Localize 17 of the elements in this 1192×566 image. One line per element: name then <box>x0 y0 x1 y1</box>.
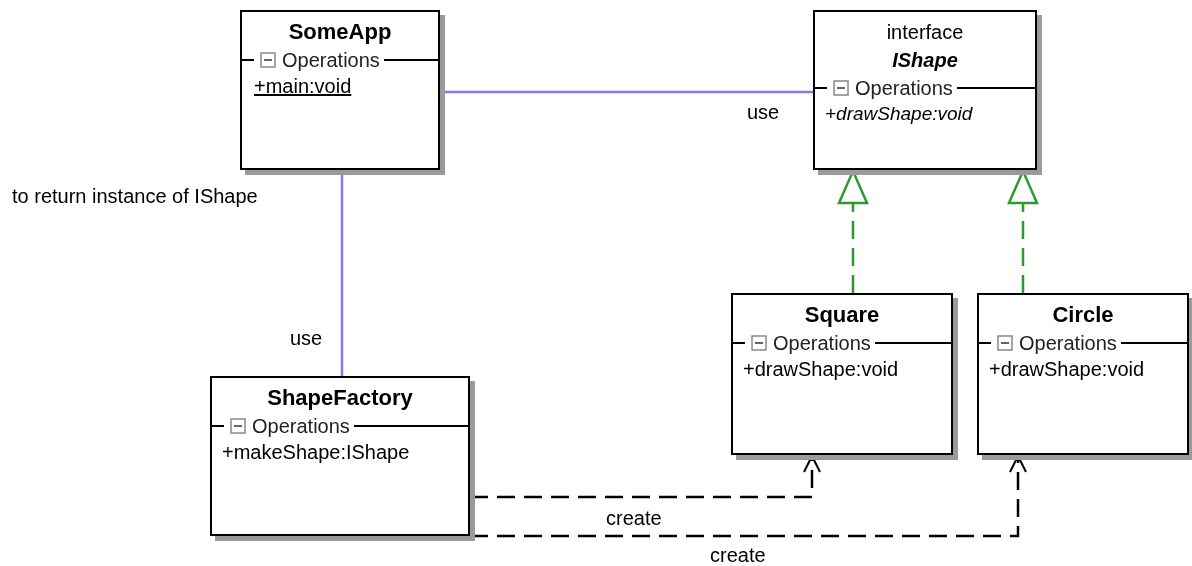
class-name: ShapeFactory <box>267 384 413 412</box>
operation-text: +makeShape:IShape <box>222 440 410 465</box>
operation-text: +drawShape:void <box>825 102 973 126</box>
class-name: SomeApp <box>288 18 392 46</box>
role-label: to return instance of IShape <box>12 184 258 208</box>
section-heading: Operations <box>773 331 871 355</box>
operation-text: +main:void <box>254 74 352 99</box>
interface-name: IShape <box>892 48 958 73</box>
class-name: Square <box>804 301 880 329</box>
section-heading: Operations <box>252 414 350 438</box>
operation-text: +drawShape:void <box>743 357 899 382</box>
operation-text: +drawShape:void <box>989 357 1145 382</box>
section-heading: Operations <box>855 76 953 100</box>
stereotype-label: interface <box>886 20 964 45</box>
class-name: Circle <box>1052 301 1114 329</box>
section-heading: Operations <box>282 48 380 72</box>
section-heading: Operations <box>1019 331 1117 355</box>
